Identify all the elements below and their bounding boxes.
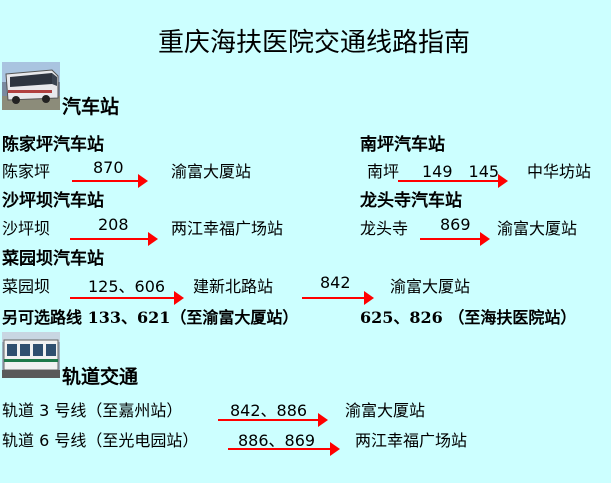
caiyuanba-from: 菜园坝 bbox=[2, 277, 51, 296]
caiyuanba-routes-2: 842 bbox=[320, 273, 351, 292]
nanping-from: 南坪 bbox=[367, 162, 400, 181]
longtousi-from: 龙头寺 bbox=[360, 219, 409, 238]
train-icon bbox=[2, 332, 60, 378]
rail-line-3-arrow bbox=[218, 413, 328, 427]
nanping-station-title: 南坪汽车站 bbox=[360, 135, 445, 155]
page-title: 重庆海扶医院交通线路指南 bbox=[158, 28, 471, 58]
longtousi-station-title: 龙头寺汽车站 bbox=[360, 191, 462, 211]
alternative-routes-left: 另可选路线 133、621（至渝富大厦站） bbox=[2, 308, 299, 327]
caiyuanba-routes: 125、606 bbox=[88, 277, 166, 296]
bus-icon bbox=[2, 62, 60, 110]
rail-line-6-arrow bbox=[228, 442, 340, 456]
caiyuanba-station-title: 菜园坝汽车站 bbox=[2, 249, 104, 269]
rail-line-3-to: 渝富大厦站 bbox=[345, 401, 426, 420]
nanping-to: 中华坊站 bbox=[527, 162, 592, 181]
caiyuanba-arrow-1 bbox=[70, 291, 184, 305]
shapingba-routes: 208 bbox=[98, 215, 129, 234]
rail-line-6-to: 两江幸福广场站 bbox=[355, 431, 468, 450]
rail-line-6-routes: 886、869 bbox=[238, 431, 316, 450]
longtousi-routes: 869 bbox=[440, 215, 471, 234]
bus-section-heading: 汽车站 bbox=[62, 96, 120, 118]
rail-line-3-routes: 842、886 bbox=[230, 401, 308, 420]
caiyuanba-to: 渝富大厦站 bbox=[390, 277, 471, 296]
shapingba-station-title: 沙坪坝汽车站 bbox=[2, 191, 104, 211]
shapingba-arrow bbox=[70, 232, 158, 246]
rail-line-3-label: 轨道 3 号线（至嘉州站） bbox=[2, 401, 183, 420]
shapingba-to: 两江幸福广场站 bbox=[171, 219, 284, 238]
caiyuanba-arrow-2 bbox=[302, 291, 374, 305]
shapingba-from: 沙坪坝 bbox=[2, 219, 51, 238]
chenjiaping-station-title: 陈家坪汽车站 bbox=[2, 135, 104, 155]
alternative-routes-right: 625、826 （至海扶医院站） bbox=[360, 308, 577, 327]
longtousi-arrow bbox=[420, 232, 490, 246]
chenjiaping-from: 陈家坪 bbox=[2, 162, 51, 181]
chenjiaping-to: 渝富大厦站 bbox=[171, 162, 252, 181]
rail-line-6-label: 轨道 6 号线（至光电园站） bbox=[2, 431, 199, 450]
nanping-arrow bbox=[398, 174, 508, 188]
longtousi-to: 渝富大厦站 bbox=[497, 219, 578, 238]
caiyuanba-via: 建新北路站 bbox=[193, 277, 274, 296]
rail-section-heading: 轨道交通 bbox=[62, 366, 139, 388]
nanping-routes: 149 145 bbox=[422, 162, 500, 181]
chenjiaping-arrow bbox=[72, 174, 148, 188]
chenjiaping-routes: 870 bbox=[93, 158, 124, 177]
